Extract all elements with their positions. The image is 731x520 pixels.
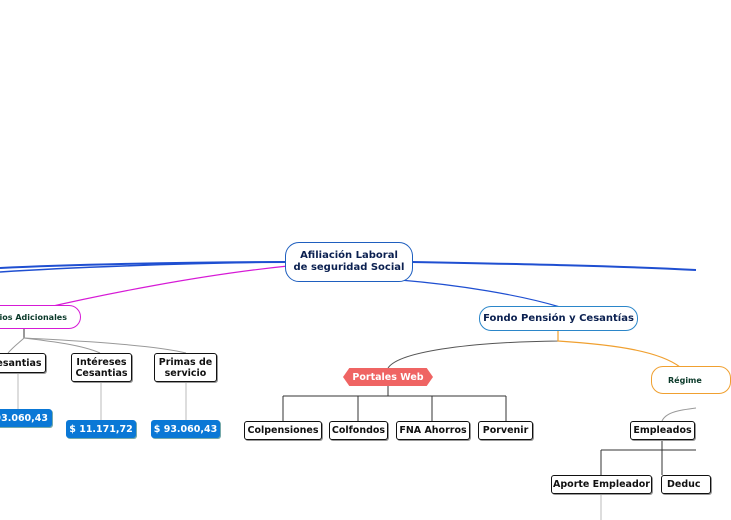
topic-fna-ahorros-label: FNA Ahorros bbox=[399, 425, 467, 436]
root-topic[interactable]: Afiliación Laboral de seguridad Social bbox=[285, 242, 413, 282]
topic-aporte-label: Aporte Empleador bbox=[553, 479, 650, 490]
topic-deducciones[interactable]: Deduc bbox=[661, 475, 711, 494]
value-intereses-text: $ 11.171,72 bbox=[69, 423, 133, 435]
topic-colpensiones-label: Colpensiones bbox=[247, 425, 319, 436]
topic-colfondos[interactable]: Colfondos bbox=[329, 421, 388, 440]
root-topic-line1: Afiliación Laboral bbox=[300, 250, 398, 261]
topic-fondo-label: Fondo Pensión y Cesantías bbox=[483, 313, 634, 324]
root-topic-line2: de seguridad Social bbox=[293, 262, 405, 273]
topic-cesantias[interactable]: esantias bbox=[0, 353, 46, 373]
topic-empleados-label: Empleados bbox=[633, 425, 692, 436]
topic-intereses-cesantias[interactable]: Intéreses Cesantias bbox=[71, 353, 132, 382]
value-cesantias: 93.060,43 bbox=[0, 409, 52, 427]
topic-aporte-empleador[interactable]: Aporte Empleador bbox=[551, 475, 652, 494]
topic-primas-line1: Primas de bbox=[158, 356, 213, 368]
topic-colpensiones[interactable]: Colpensiones bbox=[244, 421, 322, 440]
topic-deducciones-label: Deduc bbox=[667, 479, 701, 490]
value-primas-text: $ 93.060,43 bbox=[153, 423, 218, 435]
value-cesantias-text: 93.060,43 bbox=[0, 412, 48, 424]
topic-fna-ahorros[interactable]: FNA Ahorros bbox=[396, 421, 470, 440]
topic-colfondos-label: Colfondos bbox=[331, 425, 386, 436]
value-primas: $ 93.060,43 bbox=[151, 420, 220, 438]
topic-beneficios-label: ficios Adicionales bbox=[0, 312, 67, 322]
topic-porvenir-label: Porvenir bbox=[482, 425, 529, 436]
topic-beneficios-adicionales[interactable]: ficios Adicionales bbox=[0, 305, 81, 329]
value-intereses: $ 11.171,72 bbox=[66, 420, 136, 438]
topic-fondo-pension-cesantias[interactable]: Fondo Pensión y Cesantías bbox=[479, 306, 638, 331]
topic-regimen[interactable]: Régime bbox=[651, 366, 731, 394]
topic-intereses-line2: Cesantias bbox=[75, 367, 128, 379]
topic-empleados[interactable]: Empleados bbox=[630, 421, 695, 440]
topic-primas-servicio[interactable]: Primas de servicio bbox=[154, 353, 217, 382]
topic-regimen-label: Régime bbox=[668, 375, 702, 385]
topic-intereses-line1: Intéreses bbox=[76, 356, 127, 368]
topic-primas-line2: servicio bbox=[164, 367, 207, 379]
topic-cesantias-label: esantias bbox=[0, 357, 42, 369]
topic-porvenir[interactable]: Porvenir bbox=[478, 421, 533, 440]
connector-lines bbox=[0, 261, 697, 520]
mind-map-canvas: Afiliación Laboral de seguridad Social f… bbox=[0, 242, 731, 520]
topic-portales-label: Portales Web bbox=[352, 371, 424, 383]
topic-portales-web[interactable]: Portales Web bbox=[343, 368, 433, 386]
